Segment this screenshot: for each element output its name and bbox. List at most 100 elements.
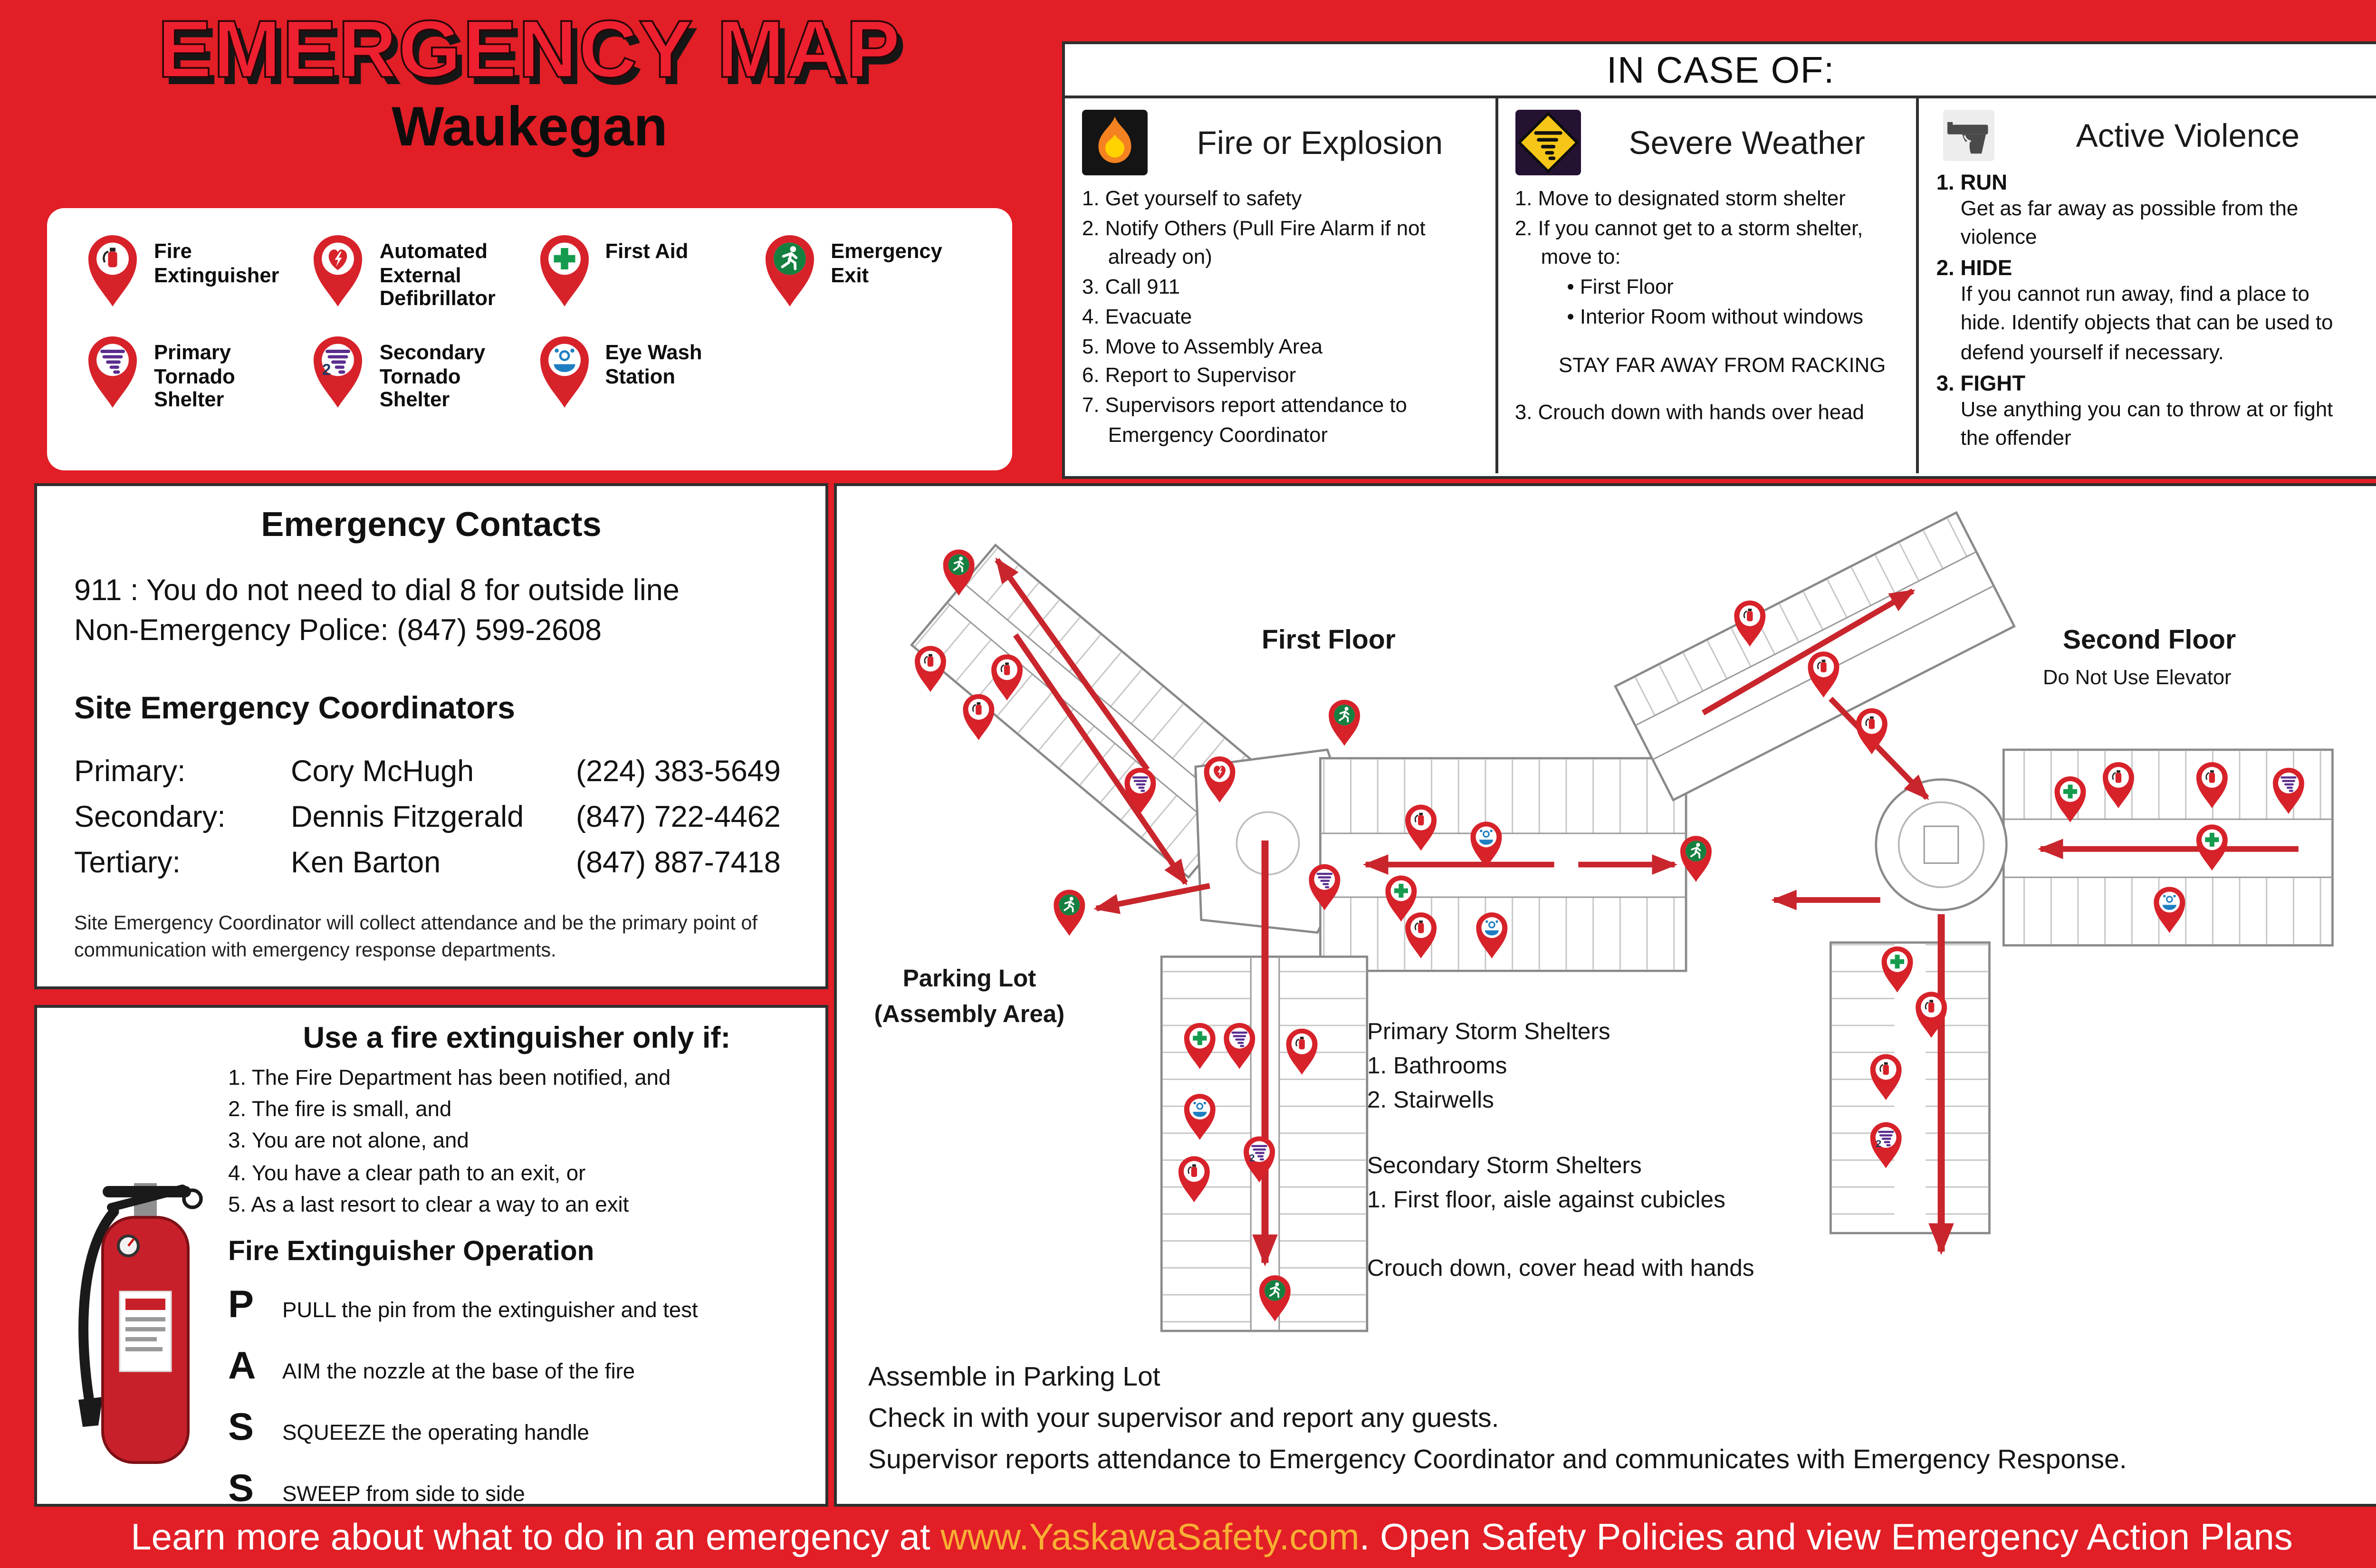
crouch-note: Crouch down, cover head with hands [1367, 1256, 1754, 1281]
violence-step-body: Get as far away as possible from the vio… [1960, 198, 2299, 250]
violence-step-heading: 3. FIGHT [1936, 371, 2026, 396]
fire-step: 4. Evacuate [1082, 306, 1192, 329]
pass-letter: S [228, 1466, 254, 1510]
footer-text: Learn more about what to do in an emerge… [131, 1515, 941, 1558]
pass-step: S SQUEEZE the operating handle [228, 1405, 805, 1450]
legend-label: Automated External Defibrillator [379, 241, 496, 312]
column-title: Active Violence [2076, 116, 2300, 153]
legend-label: Primary Tornado Shelter [154, 342, 235, 413]
coordinator-footnote: Site Emergency Coordinator will collect … [74, 912, 757, 961]
footer-url: www.YaskawaSafety.com [940, 1515, 1360, 1558]
pass-letter: A [228, 1344, 256, 1387]
page-subtitle: Waukegan [392, 96, 668, 158]
legend-label: Emergency Exit [831, 241, 942, 288]
coordinator-role: Primary: [74, 755, 186, 788]
coordinators-table: Primary: Cory McHugh (224) 383-5649 Seco… [74, 755, 788, 880]
secondary-storm-shelters-note: Secondary Storm Shelters 1. First floor,… [1367, 1150, 1725, 1219]
fire-step: 2. Notify Others (Pull Fire Alarm if not… [1082, 218, 1426, 270]
assembly-line: Assemble in Parking Lot [868, 1363, 1160, 1393]
emergency-contacts-panel: Emergency Contacts 911 : You do not need… [34, 483, 828, 989]
primary-shelters-item: 2. Stairwells [1367, 1087, 1494, 1113]
assembly-line: Check in with your supervisor and report… [868, 1404, 1499, 1434]
weather-step: 2. If you cannot get to a storm shelter,… [1514, 218, 1863, 270]
pass-text: SQUEEZE the operating handle [282, 1421, 589, 1445]
secondary-shelters-item: 1. First floor, aisle against cubicles [1367, 1187, 1725, 1213]
legend-item: Eye Wash Station [536, 335, 761, 413]
severe-weather-column: Severe Weather 1. Move to designated sto… [1495, 98, 1916, 473]
pass-letter: S [228, 1405, 254, 1448]
aed-pin-icon [310, 234, 367, 308]
parking-lot-line1: Parking Lot [902, 965, 1036, 992]
parking-lot-line2: (Assembly Area) [874, 1000, 1065, 1027]
map-legend: Fire Extinguisher Automated External Def… [47, 208, 1012, 470]
fire-extinguisher-pin [915, 646, 946, 692]
in-case-of-heading: IN CASE OF: [1065, 44, 2376, 98]
pass-step: S SWEEP from side to side [228, 1467, 805, 1511]
footer-text: . Open Safety Policies and view Emergenc… [1359, 1515, 2293, 1558]
fire-extinguisher-pin [1856, 708, 1887, 755]
contact-911-line: 911 : You do not need to dial 8 for outs… [74, 574, 680, 607]
fire-step: 6. Report to Supervisor [1082, 365, 1296, 388]
fire-icon [1082, 110, 1148, 175]
legend-item: Primary Tornado Shelter [84, 335, 310, 413]
eye-wash-station-pin-icon [536, 335, 593, 409]
pass-letter: P [228, 1282, 254, 1326]
emergency-exit-pin-icon [761, 234, 818, 308]
fire-box-title: Use a fire extinguisher only if: [303, 1022, 731, 1055]
legend-item: Automated External Defibrillator [310, 234, 536, 312]
weather-step: 1. Move to designated storm shelter [1514, 188, 1846, 211]
legend-label: First Aid [605, 241, 689, 264]
contacts-title: Emergency Contacts [261, 506, 602, 545]
first-floor-label: First Floor [1262, 626, 1396, 656]
extinguisher-condition: 5. As a last resort to clear a way to an… [228, 1193, 629, 1217]
emergency-exit-pin [1054, 889, 1085, 936]
violence-step-heading: 1. RUN [1936, 171, 2008, 195]
extinguisher-condition: 1. The Fire Department has been notified… [228, 1066, 671, 1090]
fire-step: 1. Get yourself to safety [1082, 188, 1302, 211]
weather-step: 3. Crouch down with hands over head [1514, 402, 1864, 425]
legend-label: Secondary Tornado Shelter [379, 342, 486, 413]
coordinator-phone: (847) 722-4462 [576, 801, 781, 834]
second-floor-label: Second Floor [2063, 626, 2236, 656]
fire-extinguisher-pin [963, 694, 994, 740]
coordinator-role: Secondary: [74, 801, 226, 834]
legend-item: Secondary Tornado Shelter [310, 335, 536, 413]
coordinator-phone: (847) 887-7418 [576, 846, 781, 880]
assembly-line: Supervisor reports attendance to Emergen… [868, 1445, 2127, 1475]
extinguisher-condition: 2. The fire is small, and [228, 1098, 452, 1122]
primary-shelters-item: 1. Bathrooms [1367, 1053, 1507, 1079]
primary-shelters-title: Primary Storm Shelters [1367, 1019, 1610, 1045]
handgun-icon [1936, 110, 2002, 161]
floor-plan-panel: First Floor Second Floor Do Not Use Elev… [834, 483, 2376, 1507]
column-title: Fire or Explosion [1197, 123, 1443, 161]
elevator-note: Do Not Use Elevator [2043, 667, 2232, 690]
fire-step: 3. Call 911 [1082, 277, 1180, 300]
coordinator-role: Tertiary: [74, 846, 181, 880]
parking-lot-label: Parking Lot (Assembly Area) [837, 962, 1102, 1033]
weather-step: STAY FAR AWAY FROM RACKING [1558, 354, 1886, 377]
floor-plans [910, 511, 2334, 1332]
assembly-instructions: Assemble in Parking Lot Check in with yo… [868, 1358, 2127, 1482]
contact-police-line: Non-Emergency Police: (847) 599-2608 [74, 615, 602, 648]
first-aid-pin-icon [536, 234, 593, 308]
fire-step: 7. Supervisors report attendance to Emer… [1082, 395, 1407, 448]
legend-item: First Aid [536, 234, 761, 312]
primary-storm-shelters-note: Primary Storm Shelters 1. Bathrooms 2. S… [1367, 1016, 1610, 1119]
extinguisher-condition: 3. You are not alone, and [228, 1129, 469, 1154]
legend-item: Fire Extinguisher [84, 234, 310, 312]
tornado-warning-icon [1515, 110, 1581, 175]
column-title: Severe Weather [1629, 123, 1865, 161]
second-floor-plan [1614, 511, 2334, 1234]
violence-step-heading: 2. HIDE [1936, 257, 2012, 281]
violence-step-body: Use anything you can to throw at or figh… [1960, 398, 2333, 450]
coordinator-phone: (224) 383-5649 [576, 755, 781, 788]
pass-step: P PULL the pin from the extinguisher and… [228, 1283, 805, 1327]
coordinator-name: Cory McHugh [291, 755, 474, 788]
pass-text: PULL the pin from the extinguisher and t… [282, 1298, 698, 1323]
page-title: EMERGENCY MAP [157, 4, 902, 96]
extinguisher-condition: 4. You have a clear path to an exit, or [228, 1161, 586, 1186]
primary-tornado-shelter-pin-icon [84, 335, 141, 409]
footer-bar: Learn more about what to do in an emerge… [0, 1515, 2376, 1559]
secondary-shelters-title: Secondary Storm Shelters [1367, 1153, 1642, 1179]
